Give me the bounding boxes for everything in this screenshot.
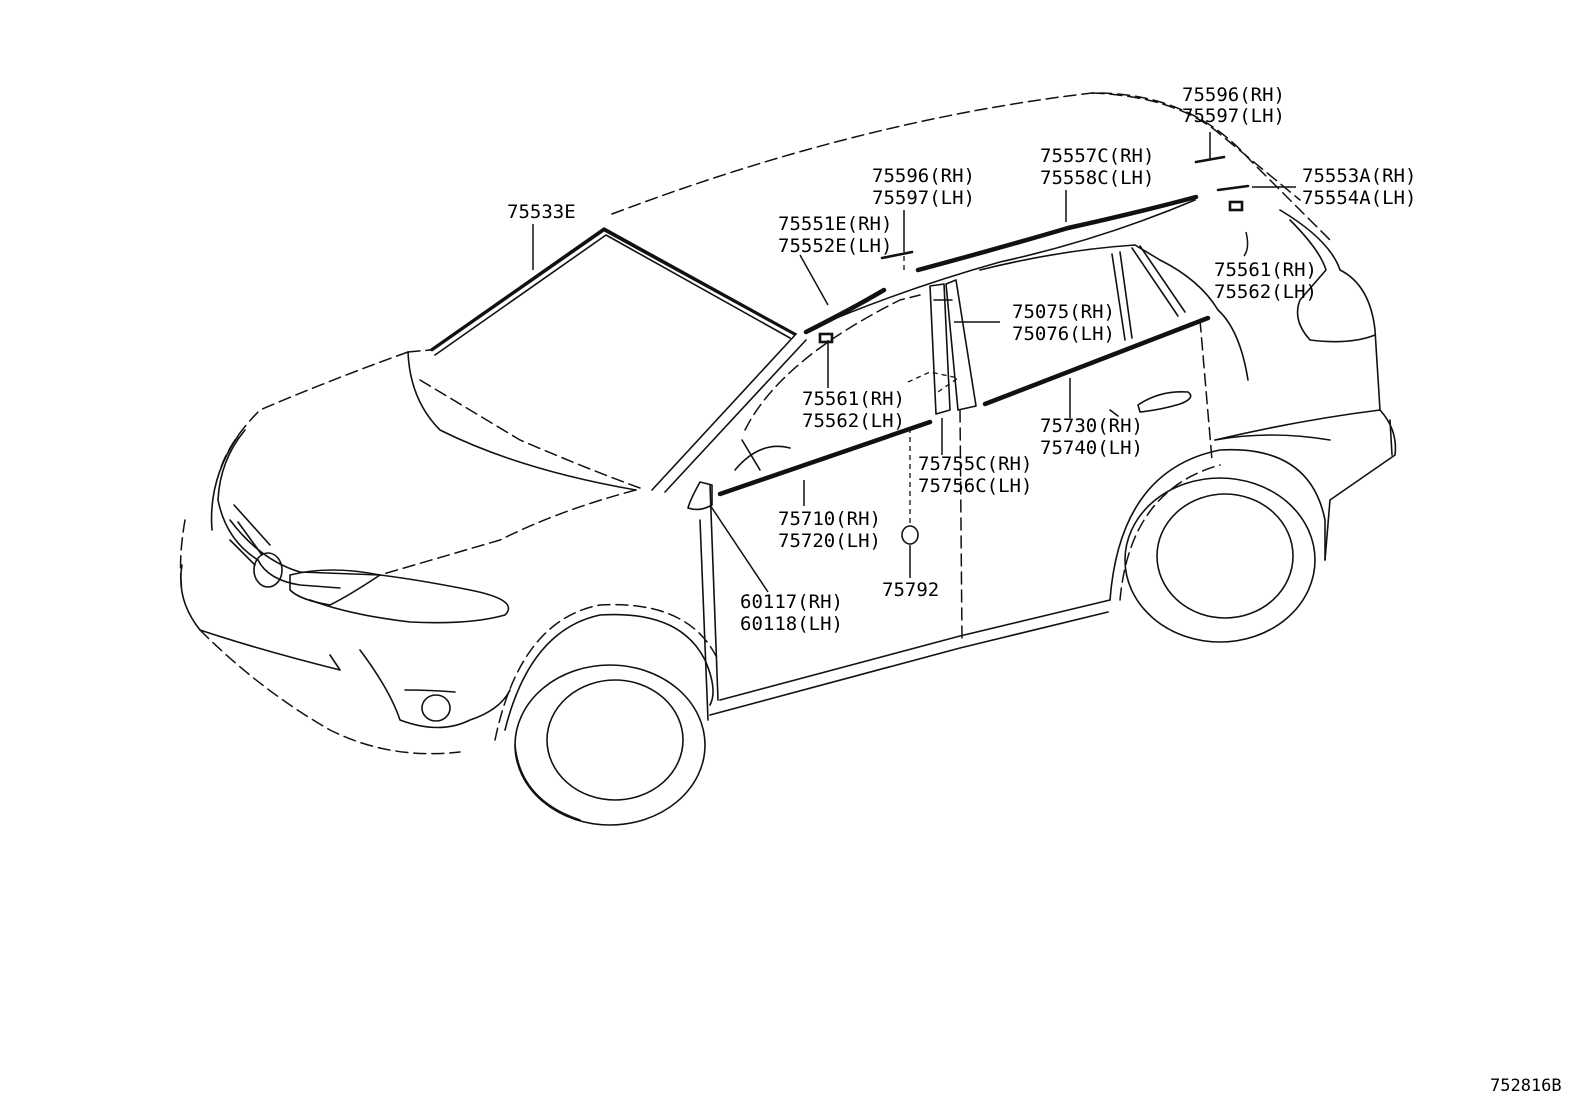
pillar-garnish-front <box>929 283 951 415</box>
callout-75710-rh: 75710(RH) <box>778 508 881 530</box>
emblem-75792 <box>901 525 919 545</box>
callout-75554A-lh: 75554A(LH) <box>1302 187 1416 209</box>
rear-door-belt-molding <box>982 315 1211 407</box>
roof-end-piece <box>1216 184 1250 192</box>
callout-75551E-rh: 75551E(RH) <box>778 213 892 235</box>
callout-75756C-lh: 75756C(LH) <box>918 475 1032 497</box>
windshield-molding <box>430 228 796 352</box>
roof-drip-molding-front <box>803 287 887 335</box>
roof-drip-molding-center <box>915 194 1199 273</box>
callout-75720-lh: 75720(LH) <box>778 530 881 552</box>
callout-75730-rh: 75730(RH) <box>1040 415 1143 437</box>
parts <box>430 155 1250 545</box>
leader-lines <box>532 132 1296 593</box>
callout-75562-lh-rear: 75562(LH) <box>1214 281 1317 303</box>
callout-75755C-rh: 75755C(RH) <box>918 453 1032 475</box>
callout-75562-lh-front: 75562(LH) <box>802 410 905 432</box>
callout-75075-rh: 75075(RH) <box>1012 301 1115 323</box>
callout-60118-lh: 60118(LH) <box>740 613 843 635</box>
callout-75792: 75792 <box>882 579 939 601</box>
callout-75553A-rh: 75553A(RH) <box>1302 165 1416 187</box>
callout-60117-rh: 60117(RH) <box>740 591 843 613</box>
pillar-garnish-rear <box>945 279 977 411</box>
callouts: 75533E 75596(RH) 75597(LH) 75596(RH) 755… <box>507 84 1562 1096</box>
clip-rear-small <box>1228 200 1244 212</box>
callout-75740-lh: 75740(LH) <box>1040 437 1143 459</box>
front-door-belt-molding <box>717 419 933 497</box>
callout-75596-rh: 75596(RH) <box>872 165 975 187</box>
callout-75597-lh: 75597(LH) <box>872 187 975 209</box>
clip-front-small <box>818 332 834 344</box>
callout-75561-rh-front: 75561(RH) <box>802 388 905 410</box>
callout-75561-rh-rear: 75561(RH) <box>1214 259 1317 281</box>
callout-75076-lh: 75076(LH) <box>1012 323 1115 345</box>
callout-75533E: 75533E <box>507 201 576 223</box>
figure-id: 752816B <box>1490 1076 1562 1096</box>
roof-clip-front <box>880 250 914 260</box>
callout-75596-rh-top: 75596(RH) <box>1182 84 1285 106</box>
vehicle-outline <box>179 92 1397 826</box>
callout-75552E-lh: 75552E(LH) <box>778 235 892 257</box>
callout-75558C-lh: 75558C(LH) <box>1040 167 1154 189</box>
callout-75557C-rh: 75557C(RH) <box>1040 145 1154 167</box>
callout-75597-lh-top: 75597(LH) <box>1182 105 1285 127</box>
